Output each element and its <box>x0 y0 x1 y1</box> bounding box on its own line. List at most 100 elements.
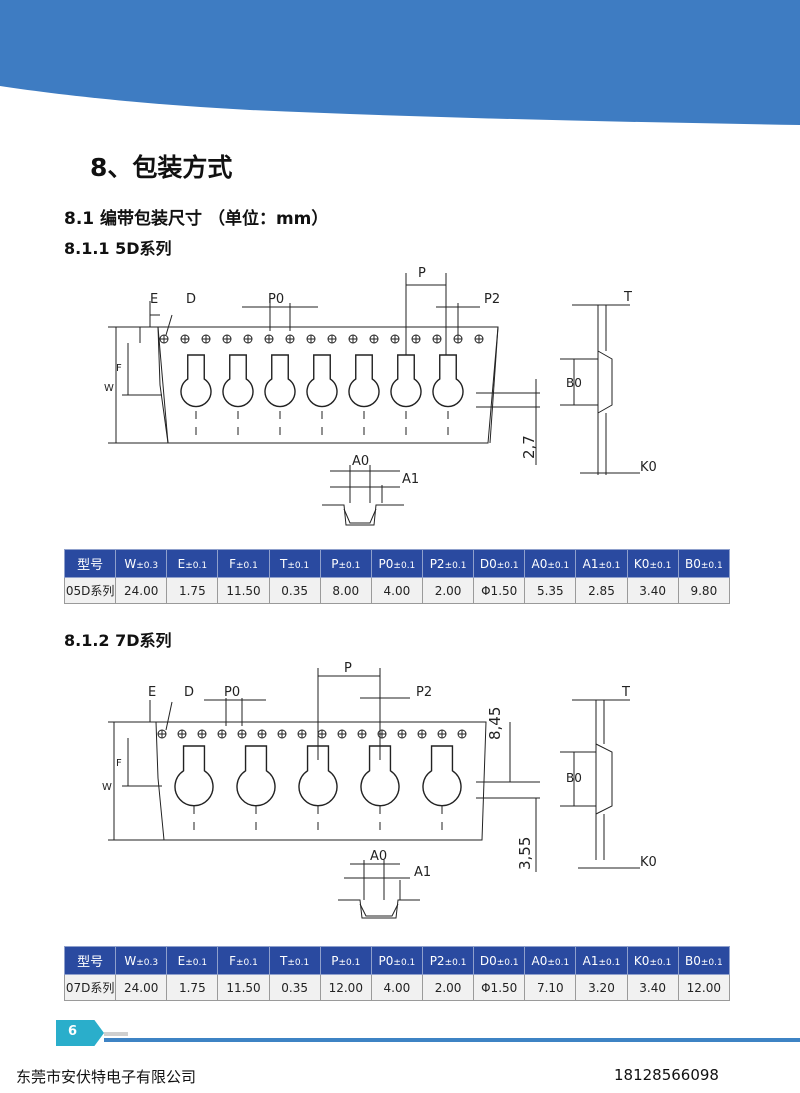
value-cell: 8.00 <box>319 577 372 604</box>
value-cell: 2.00 <box>421 577 475 604</box>
sprocket-hole <box>243 334 253 344</box>
sprocket-hole <box>411 334 421 344</box>
table-header-cell: E±0.1 <box>166 549 219 578</box>
tape-pocket <box>422 745 462 836</box>
header-symbol: T <box>280 953 288 968</box>
value-cell: 24.00 <box>115 974 168 1001</box>
header-symbol: B0 <box>684 556 701 571</box>
value-cell: 12.00 <box>677 974 731 1001</box>
heading-7d-series: 8.1.2 7D系列 <box>64 631 172 650</box>
table-header-cell: A0±0.1 <box>524 946 577 975</box>
table-header-cell: A0±0.1 <box>524 549 577 578</box>
value-cell: 12.00 <box>319 974 372 1001</box>
header-symbol: F <box>229 556 237 571</box>
dim-F: F <box>116 758 122 769</box>
sprocket-hole <box>453 334 463 344</box>
header-symbol: A0 <box>531 953 548 968</box>
table-header-cell: 型号 <box>63 549 117 578</box>
sprocket-hole <box>237 729 247 739</box>
table-header-cell: P0±0.1 <box>370 946 423 975</box>
dim-W: W <box>104 383 114 394</box>
sprocket-hole <box>222 334 232 344</box>
sprocket-hole <box>377 729 387 739</box>
footer-accent <box>104 1032 128 1036</box>
tape-pocket <box>180 354 212 441</box>
section-title: 8、包装方式 <box>90 153 233 182</box>
company-name: 东莞市安伏特电子有限公司 <box>16 1068 197 1086</box>
header-tolerance: ±0.3 <box>136 957 159 968</box>
value-cell: 5.35 <box>524 577 577 604</box>
dim-T: T <box>621 685 630 700</box>
dim-depth: 2,7 <box>520 435 538 459</box>
tape-pocket <box>298 745 338 836</box>
value-cell: 9.80 <box>677 577 731 604</box>
sprocket-hole <box>277 729 287 739</box>
table-header-cell: K0±0.1 <box>626 549 679 578</box>
value-cell: 4.00 <box>370 577 423 604</box>
sprocket-hole <box>357 729 367 739</box>
dim-P2: P2 <box>416 685 432 700</box>
sprocket-hole <box>369 334 379 344</box>
value-cell: 3.20 <box>575 974 628 1001</box>
header-tolerance: ±0.1 <box>700 957 723 968</box>
dim-K0: K0 <box>640 460 657 475</box>
dim-B0: B0 <box>566 376 582 390</box>
dim-K0: K0 <box>640 855 657 870</box>
header-tolerance: ±0.1 <box>547 957 570 968</box>
value-cell: 1.75 <box>166 577 219 604</box>
dim-P0: P0 <box>268 292 284 307</box>
header-tolerance: ±0.1 <box>444 560 467 571</box>
subsection-title: 8.1 编带包装尺寸 （单位：mm） <box>64 209 329 229</box>
page-number: 6 <box>68 1024 78 1039</box>
value-cell: 0.35 <box>268 577 321 604</box>
table-header-cell: W±0.3 <box>115 549 168 578</box>
dim-B0: B0 <box>566 771 582 785</box>
header-symbol: W <box>124 556 137 571</box>
sprocket-hole <box>159 334 169 344</box>
sprocket-hole <box>437 729 447 739</box>
table-header-cell: T±0.1 <box>268 946 321 975</box>
table-header-cell: P2±0.1 <box>421 946 475 975</box>
dim-P: P <box>344 661 352 676</box>
table-header-cell: A1±0.1 <box>575 549 628 578</box>
sprocket-hole <box>457 729 467 739</box>
header-tolerance: ±0.1 <box>496 560 519 571</box>
dim-T: T <box>623 290 632 305</box>
dim-P2: P2 <box>484 292 500 307</box>
header-banner <box>0 0 800 125</box>
tape-pocket <box>432 354 464 441</box>
table-header-cell: A1±0.1 <box>575 946 628 975</box>
header-symbol: P2 <box>429 953 445 968</box>
tape-pocket <box>348 354 380 441</box>
header-symbol: P0 <box>378 953 394 968</box>
header-tolerance: ±0.1 <box>444 957 467 968</box>
table-header-cell: P2±0.1 <box>421 549 475 578</box>
header-tolerance: ±0.1 <box>185 560 208 571</box>
header-tolerance: ±0.1 <box>185 957 208 968</box>
model-cell: 05D系列 <box>63 577 117 604</box>
dim-A1: A1 <box>402 472 419 487</box>
tape-pocket <box>236 745 276 836</box>
dim-P: P <box>418 266 426 281</box>
tape-pocket <box>174 745 214 836</box>
header-symbol: W <box>124 953 137 968</box>
dim-P0: P0 <box>224 685 240 700</box>
header-symbol: E <box>177 953 186 968</box>
table-header-cell: D0±0.1 <box>473 946 526 975</box>
header-tolerance: ±0.1 <box>287 560 310 571</box>
dim-D: D <box>186 292 196 307</box>
sprocket-hole <box>417 729 427 739</box>
model-cell: 07D系列 <box>63 974 117 1001</box>
header-tolerance: ±0.1 <box>236 957 258 968</box>
value-cell: 3.40 <box>626 577 679 604</box>
sprocket-hole <box>432 334 442 344</box>
dim-D: D <box>184 685 194 700</box>
dim-F: F <box>116 363 122 374</box>
header-symbol: K0 <box>633 556 650 571</box>
diagram-5d-tape: E D P0 P P2 T W F B0 K0 A0 A1 2,7 <box>104 266 657 526</box>
sprocket-hole <box>317 729 327 739</box>
table-header-cell: F±0.1 <box>217 549 270 578</box>
header-tolerance: ±0.1 <box>236 560 258 571</box>
table-header-cell: F±0.1 <box>217 946 270 975</box>
